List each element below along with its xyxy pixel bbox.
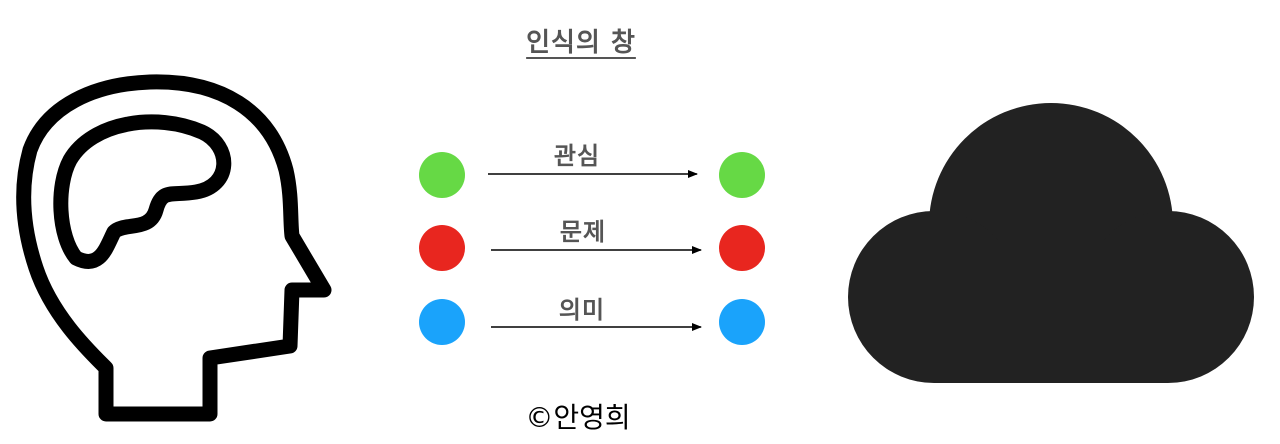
dot-left-0 bbox=[419, 152, 465, 198]
head-with-brain-icon bbox=[16, 74, 332, 422]
dot-right-0 bbox=[719, 152, 765, 198]
cloud-icon bbox=[848, 103, 1254, 383]
channel-label-interest: 관심 bbox=[553, 142, 601, 170]
channel-label-meaning: 의미 bbox=[558, 296, 606, 324]
dot-left-1 bbox=[419, 225, 465, 271]
brain-outline bbox=[53, 114, 232, 269]
dot-right-2 bbox=[719, 299, 765, 345]
dot-left-2 bbox=[419, 299, 465, 345]
diagram-title: 인식의 창 bbox=[526, 28, 636, 58]
dot-right-1 bbox=[719, 225, 765, 271]
head-outline bbox=[16, 74, 332, 422]
copyright-text: ©안영희 bbox=[525, 401, 631, 434]
channel-label-problem: 문제 bbox=[559, 218, 607, 246]
